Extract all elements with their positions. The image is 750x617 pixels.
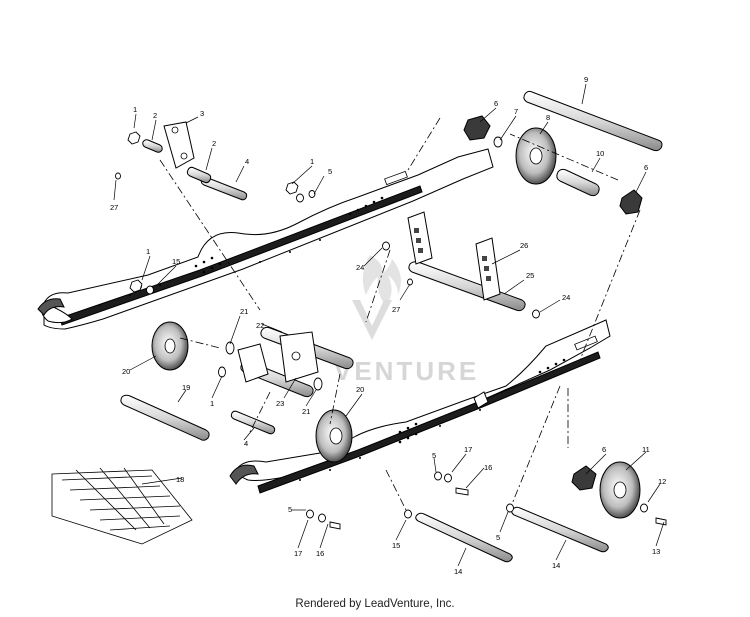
callout-19: 19 xyxy=(182,383,190,392)
callout-1: 1 xyxy=(310,157,314,166)
callout-20: 20 xyxy=(356,385,364,394)
callout-6: 6 xyxy=(602,445,606,454)
callout-14: 14 xyxy=(552,561,560,570)
callout-21: 21 xyxy=(302,407,310,416)
wheel-20-lower xyxy=(315,409,353,463)
callout-5: 5 xyxy=(288,505,292,514)
spacer-2 xyxy=(142,139,212,184)
link-plate-3 xyxy=(163,121,195,169)
callout-5: 5 xyxy=(328,167,332,176)
callout-17: 17 xyxy=(464,445,472,454)
callout-24: 24 xyxy=(356,263,364,272)
callout-7: 7 xyxy=(514,107,518,116)
callout-2: 2 xyxy=(212,139,216,148)
leader-lines xyxy=(113,83,665,567)
rod-9 xyxy=(523,90,663,152)
assembly-lines xyxy=(159,117,641,511)
hardware xyxy=(115,131,667,530)
cross-shaft-25 xyxy=(407,211,526,312)
callout-5: 5 xyxy=(496,533,500,542)
wheel-8 xyxy=(515,127,557,185)
rod-14-right xyxy=(511,506,609,553)
wheel-11 xyxy=(599,461,641,519)
hub-6 xyxy=(463,115,643,491)
callout-14: 14 xyxy=(454,567,462,576)
callout-17: 17 xyxy=(294,549,302,558)
callout-4: 4 xyxy=(244,439,248,448)
bolt-4-lower xyxy=(230,410,276,435)
callouts: 1 2 3 2 4 27 1 5 6 7 8 9 10 6 26 25 24 2… xyxy=(110,75,666,576)
callout-6: 6 xyxy=(494,99,498,108)
callout-13: 13 xyxy=(652,547,660,556)
callout-2: 2 xyxy=(153,111,157,120)
callout-9: 9 xyxy=(584,75,588,84)
callout-10: 10 xyxy=(596,149,604,158)
callout-26: 26 xyxy=(520,241,528,250)
callout-1: 1 xyxy=(210,399,214,408)
watermark: VENTURE xyxy=(334,255,479,386)
callout-11: 11 xyxy=(642,445,650,454)
pivot-arm-22-23 xyxy=(237,326,354,398)
callout-25: 25 xyxy=(526,271,534,280)
rod-19 xyxy=(120,394,210,441)
rod-14-left xyxy=(415,512,513,563)
callout-24: 24 xyxy=(562,293,570,302)
callout-5: 5 xyxy=(432,451,436,460)
callout-3: 3 xyxy=(200,109,204,118)
callout-15: 15 xyxy=(172,257,180,266)
callout-4: 4 xyxy=(245,157,249,166)
callout-8: 8 xyxy=(546,113,550,122)
callout-1: 1 xyxy=(133,105,137,114)
track-section-18 xyxy=(51,467,193,545)
callout-22: 22 xyxy=(256,321,264,330)
callout-12: 12 xyxy=(658,477,666,486)
callout-16: 16 xyxy=(316,549,324,558)
callout-18: 18 xyxy=(176,475,184,484)
callout-21: 21 xyxy=(240,307,248,316)
footer-credit: Rendered by LeadVenture, Inc. xyxy=(295,598,455,610)
spacer-10 xyxy=(556,168,600,197)
callout-27: 27 xyxy=(110,203,118,212)
watermark-text: VENTURE xyxy=(334,356,479,386)
callout-1: 1 xyxy=(146,247,150,256)
callout-16: 16 xyxy=(484,463,492,472)
callout-27: 27 xyxy=(392,305,400,314)
callout-6: 6 xyxy=(644,163,648,172)
callout-15: 15 xyxy=(392,541,400,550)
callout-23: 23 xyxy=(276,399,284,408)
callout-20: 20 xyxy=(122,367,130,376)
wheel-20-upper xyxy=(151,321,189,371)
